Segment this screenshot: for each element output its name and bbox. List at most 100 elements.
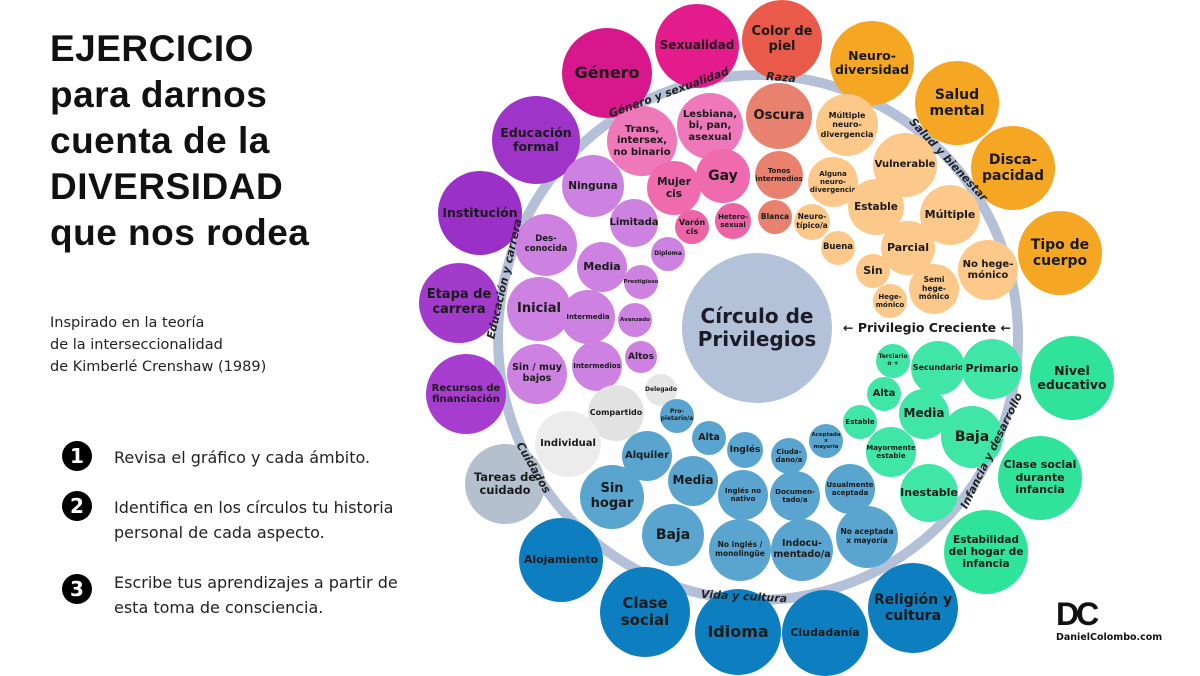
category-circle: Media: [899, 389, 949, 439]
category-circle: Hetero-sexual: [715, 203, 751, 239]
category-circle: Ninguna: [562, 155, 624, 217]
step-text: Revisa el gráfico y cada ámbito.: [114, 448, 371, 467]
circle-label: Religión y cultura: [873, 591, 953, 624]
circle-label: Indocu-mentado/a: [773, 538, 831, 560]
circle-label: Recursos de financiación: [431, 382, 501, 406]
category-circle: Color de piel: [742, 0, 822, 80]
circle-label: Media: [903, 406, 945, 421]
subtitle-line: Inspirado en la teoría: [50, 315, 205, 331]
circle-label: Hetero-sexual: [718, 212, 748, 229]
circle-label: Sin: [863, 263, 883, 277]
circle-label: Clase social durante infancia: [1003, 458, 1077, 497]
circle-label: Aceptada x mayoría: [811, 431, 841, 451]
circle-label: Múltiple neuro-divergencia: [820, 111, 874, 139]
category-circle: Inglés no nativo: [718, 470, 768, 520]
circle-label: Delegado: [645, 385, 677, 393]
category-circle: Lesbiana, bi, pan, asexual: [677, 93, 743, 159]
circle-label: Sin / muy bajos: [512, 362, 562, 384]
circle-label: No hege-mónico: [962, 258, 1014, 282]
category-circle: Indocu-mentado/a: [771, 519, 833, 581]
category-circle: Disca-pacidad: [971, 126, 1055, 210]
logo-mark: DC: [1056, 596, 1099, 632]
category-circle: Religión y cultura: [868, 563, 958, 653]
circle-label: Etapa de carrera: [426, 287, 492, 317]
category-circle: Altos: [625, 341, 657, 373]
step-number: 1: [62, 441, 92, 471]
category-circle: Ciuda-dano/a: [771, 438, 807, 474]
category-circle: Delegado: [645, 374, 677, 406]
circle-label: Inestable: [900, 485, 958, 499]
category-circle: Ciudadanía: [782, 590, 868, 676]
step-text: Escribe tus aprendizajes a partir de est…: [114, 573, 398, 617]
category-circle: Institución: [438, 171, 522, 255]
circle-label: Baja: [954, 428, 990, 445]
step-2: 2 Identifica en los círculos tu historia…: [62, 491, 434, 545]
category-circle: No inglés / monolingüe: [709, 519, 771, 581]
circle-label: Primario: [965, 361, 1019, 375]
circle-label: Alta: [698, 431, 720, 443]
circle-label: Prestigioso: [623, 278, 659, 285]
circle-label: Alquiler: [624, 450, 669, 462]
circle-label: Ninguna: [568, 179, 618, 192]
category-circle: Individual: [535, 411, 601, 477]
category-circle: Aceptada x mayoría: [809, 424, 843, 458]
logo: DC DanielColombo.com: [1056, 598, 1162, 643]
circle-label: Terciario o +: [878, 353, 908, 367]
category-circle: Secundario: [911, 341, 965, 395]
category-circle: Intermedia: [561, 290, 615, 344]
category-circle: Limitada: [609, 199, 659, 247]
category-circle: Mayormente estable: [866, 427, 916, 477]
category-circle: Mujer cis: [647, 161, 701, 215]
circle-label: Clase social: [620, 593, 670, 629]
circle-label: Lesbiana, bi, pan, asexual: [682, 108, 738, 143]
circle-label: Ciudadanía: [790, 625, 860, 639]
category-circle: Inicial: [507, 277, 571, 341]
circle-label: Vulnerable: [874, 159, 936, 171]
category-circle: Sin: [856, 254, 890, 288]
center-circle: Círculo de Privilegios: [682, 253, 832, 403]
circle-label: Oscura: [753, 107, 805, 123]
circle-label: Secundario: [912, 363, 964, 373]
circle-label: Idioma: [707, 621, 769, 641]
category-circle: Alguna neuro-divergencia: [808, 157, 858, 207]
category-circle: Terciario o +: [876, 344, 910, 378]
circle-label: Media: [672, 473, 714, 488]
circle-label: Estable: [854, 200, 898, 213]
category-circle: Tonos intermedios: [755, 151, 803, 199]
page-title: EJERCICIO para darnos cuenta de la DIVER…: [50, 26, 309, 256]
category-circle: Hege-mónico: [873, 284, 907, 318]
circle-label: Limitada: [609, 217, 659, 229]
category-circle: Sexualidad: [655, 4, 739, 88]
circle-label: Nivel educativo: [1037, 362, 1107, 392]
circle-label: Intermedia: [566, 312, 610, 321]
category-circle: Des-conocida: [515, 214, 577, 276]
circle-label: Hege-mónico: [875, 292, 905, 309]
title-line: para darnos: [50, 74, 268, 115]
category-circle: Idioma: [695, 589, 781, 675]
circle-label: Alojamiento: [523, 552, 599, 566]
circle-label: No aceptada x mayoría: [840, 527, 894, 545]
circle-label: Sexualidad: [659, 38, 735, 53]
category-circle: Neuro-típico/a: [794, 204, 830, 240]
category-circle: Tareas de cuidado: [465, 444, 545, 524]
circle-label: Blanca: [760, 211, 790, 221]
circle-label: Tonos intermedios: [755, 166, 803, 183]
category-circle: Intermedios: [572, 341, 622, 391]
category-circle: Blanca: [758, 200, 792, 234]
circle-label: Sin hogar: [590, 481, 634, 511]
circle-label: Parcial: [886, 240, 930, 254]
category-circle: Avanzado: [618, 303, 652, 337]
category-circle: Alta: [867, 377, 901, 411]
circle-label: Avanzado: [620, 316, 650, 323]
circle-label: Buena: [822, 242, 854, 253]
category-circle: Oscura: [746, 83, 812, 149]
category-circle: Media: [577, 242, 627, 292]
category-circle: Diploma: [651, 237, 685, 271]
category-circle: Alta: [692, 421, 726, 455]
circle-label: Tipo de cuerpo: [1030, 236, 1090, 269]
category-circle: Gay: [696, 149, 750, 203]
circle-label: Compartido: [589, 408, 643, 418]
circle-label: Varón cis: [678, 217, 706, 236]
step-1: 1 Revisa el gráfico y cada ámbito.: [62, 441, 414, 471]
center-label: Círculo de Privilegios: [697, 304, 817, 351]
